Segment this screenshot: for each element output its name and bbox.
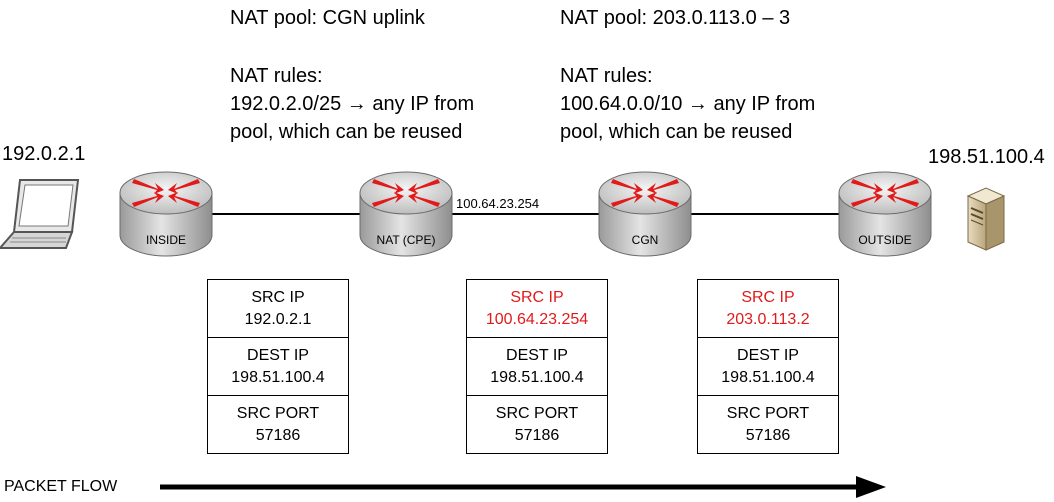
src-ip-label: SRC IP: [741, 288, 795, 306]
dest-ip-label: DEST IP: [506, 346, 568, 364]
packet-header-box-cgn: SRC IP 203.0.113.2 DEST IP 198.51.100.4 …: [697, 279, 839, 454]
src-port-value: 57186: [514, 426, 560, 444]
router-label-cgn: CGN: [631, 233, 659, 247]
src-ip-label: SRC IP: [510, 288, 564, 306]
server-icon: [966, 187, 1006, 251]
src-ip-cell: SRC IP 192.0.2.1: [208, 280, 348, 338]
src-port-cell: SRC PORT 57186: [698, 396, 838, 453]
packet-header-box-inside: SRC IP 192.0.2.1 DEST IP 198.51.100.4 SR…: [207, 279, 349, 454]
src-ip-value: 192.0.2.1: [244, 310, 312, 328]
server-ip-label: 198.51.100.4: [928, 146, 1045, 168]
cpe-uplink-ip-label: 100.64.23.254: [456, 196, 540, 211]
src-ip-cell: SRC IP 100.64.23.254: [467, 280, 607, 338]
cgn-rule-line-1: 100.64.0.0/10 → any IP from: [560, 93, 816, 115]
cgn-rules-title: NAT rules:: [560, 65, 653, 87]
dest-ip-label: DEST IP: [737, 346, 799, 364]
packet-flow-arrow: [160, 476, 886, 498]
dest-ip-value: 198.51.100.4: [721, 368, 815, 386]
src-port-label: SRC PORT: [236, 404, 320, 422]
router-label-nat-cpe: NAT (CPE): [376, 233, 436, 247]
dest-ip-cell: DEST IP 198.51.100.4: [467, 338, 607, 396]
cgn-pool: NAT pool: 203.0.113.0 – 3: [560, 7, 791, 29]
router-icon: [598, 171, 692, 257]
src-ip-cell: SRC IP 203.0.113.2: [698, 280, 838, 338]
src-ip-value: 100.64.23.254: [485, 310, 589, 328]
src-port-value: 57186: [745, 426, 791, 444]
nat-cpe-rules-title: NAT rules:: [230, 65, 323, 87]
nat-cpe-rule-line-2: pool, which can be reused: [230, 121, 463, 143]
src-port-cell: SRC PORT 57186: [208, 396, 348, 453]
dest-ip-cell: DEST IP 198.51.100.4: [698, 338, 838, 396]
router-icon: [838, 171, 932, 257]
router-icon: [359, 171, 453, 257]
src-port-label: SRC PORT: [495, 404, 579, 422]
laptop-icon: [0, 179, 80, 249]
router-label-outside: OUTSIDE: [858, 233, 912, 247]
router-icon: [119, 171, 213, 257]
src-ip-value: 203.0.113.2: [726, 310, 810, 328]
dest-ip-cell: DEST IP 198.51.100.4: [208, 338, 348, 396]
packet-flow-label: PACKET FLOW: [4, 478, 118, 495]
client-ip-label: 192.0.2.1: [2, 143, 86, 165]
src-port-cell: SRC PORT 57186: [467, 396, 607, 453]
src-ip-label: SRC IP: [251, 288, 305, 306]
src-port-value: 57186: [255, 426, 301, 444]
src-port-label: SRC PORT: [726, 404, 810, 422]
dest-ip-value: 198.51.100.4: [490, 368, 584, 386]
nat-cpe-pool: NAT pool: CGN uplink: [230, 7, 425, 29]
dest-ip-label: DEST IP: [247, 346, 309, 364]
cgn-rule-line-2: pool, which can be reused: [560, 121, 793, 143]
packet-header-box-cpe: SRC IP 100.64.23.254 DEST IP 198.51.100.…: [466, 279, 608, 454]
router-label-inside: INSIDE: [145, 233, 186, 247]
dest-ip-value: 198.51.100.4: [231, 368, 325, 386]
nat-cpe-rule-line-1: 192.0.2.0/25 → any IP from: [230, 93, 475, 115]
